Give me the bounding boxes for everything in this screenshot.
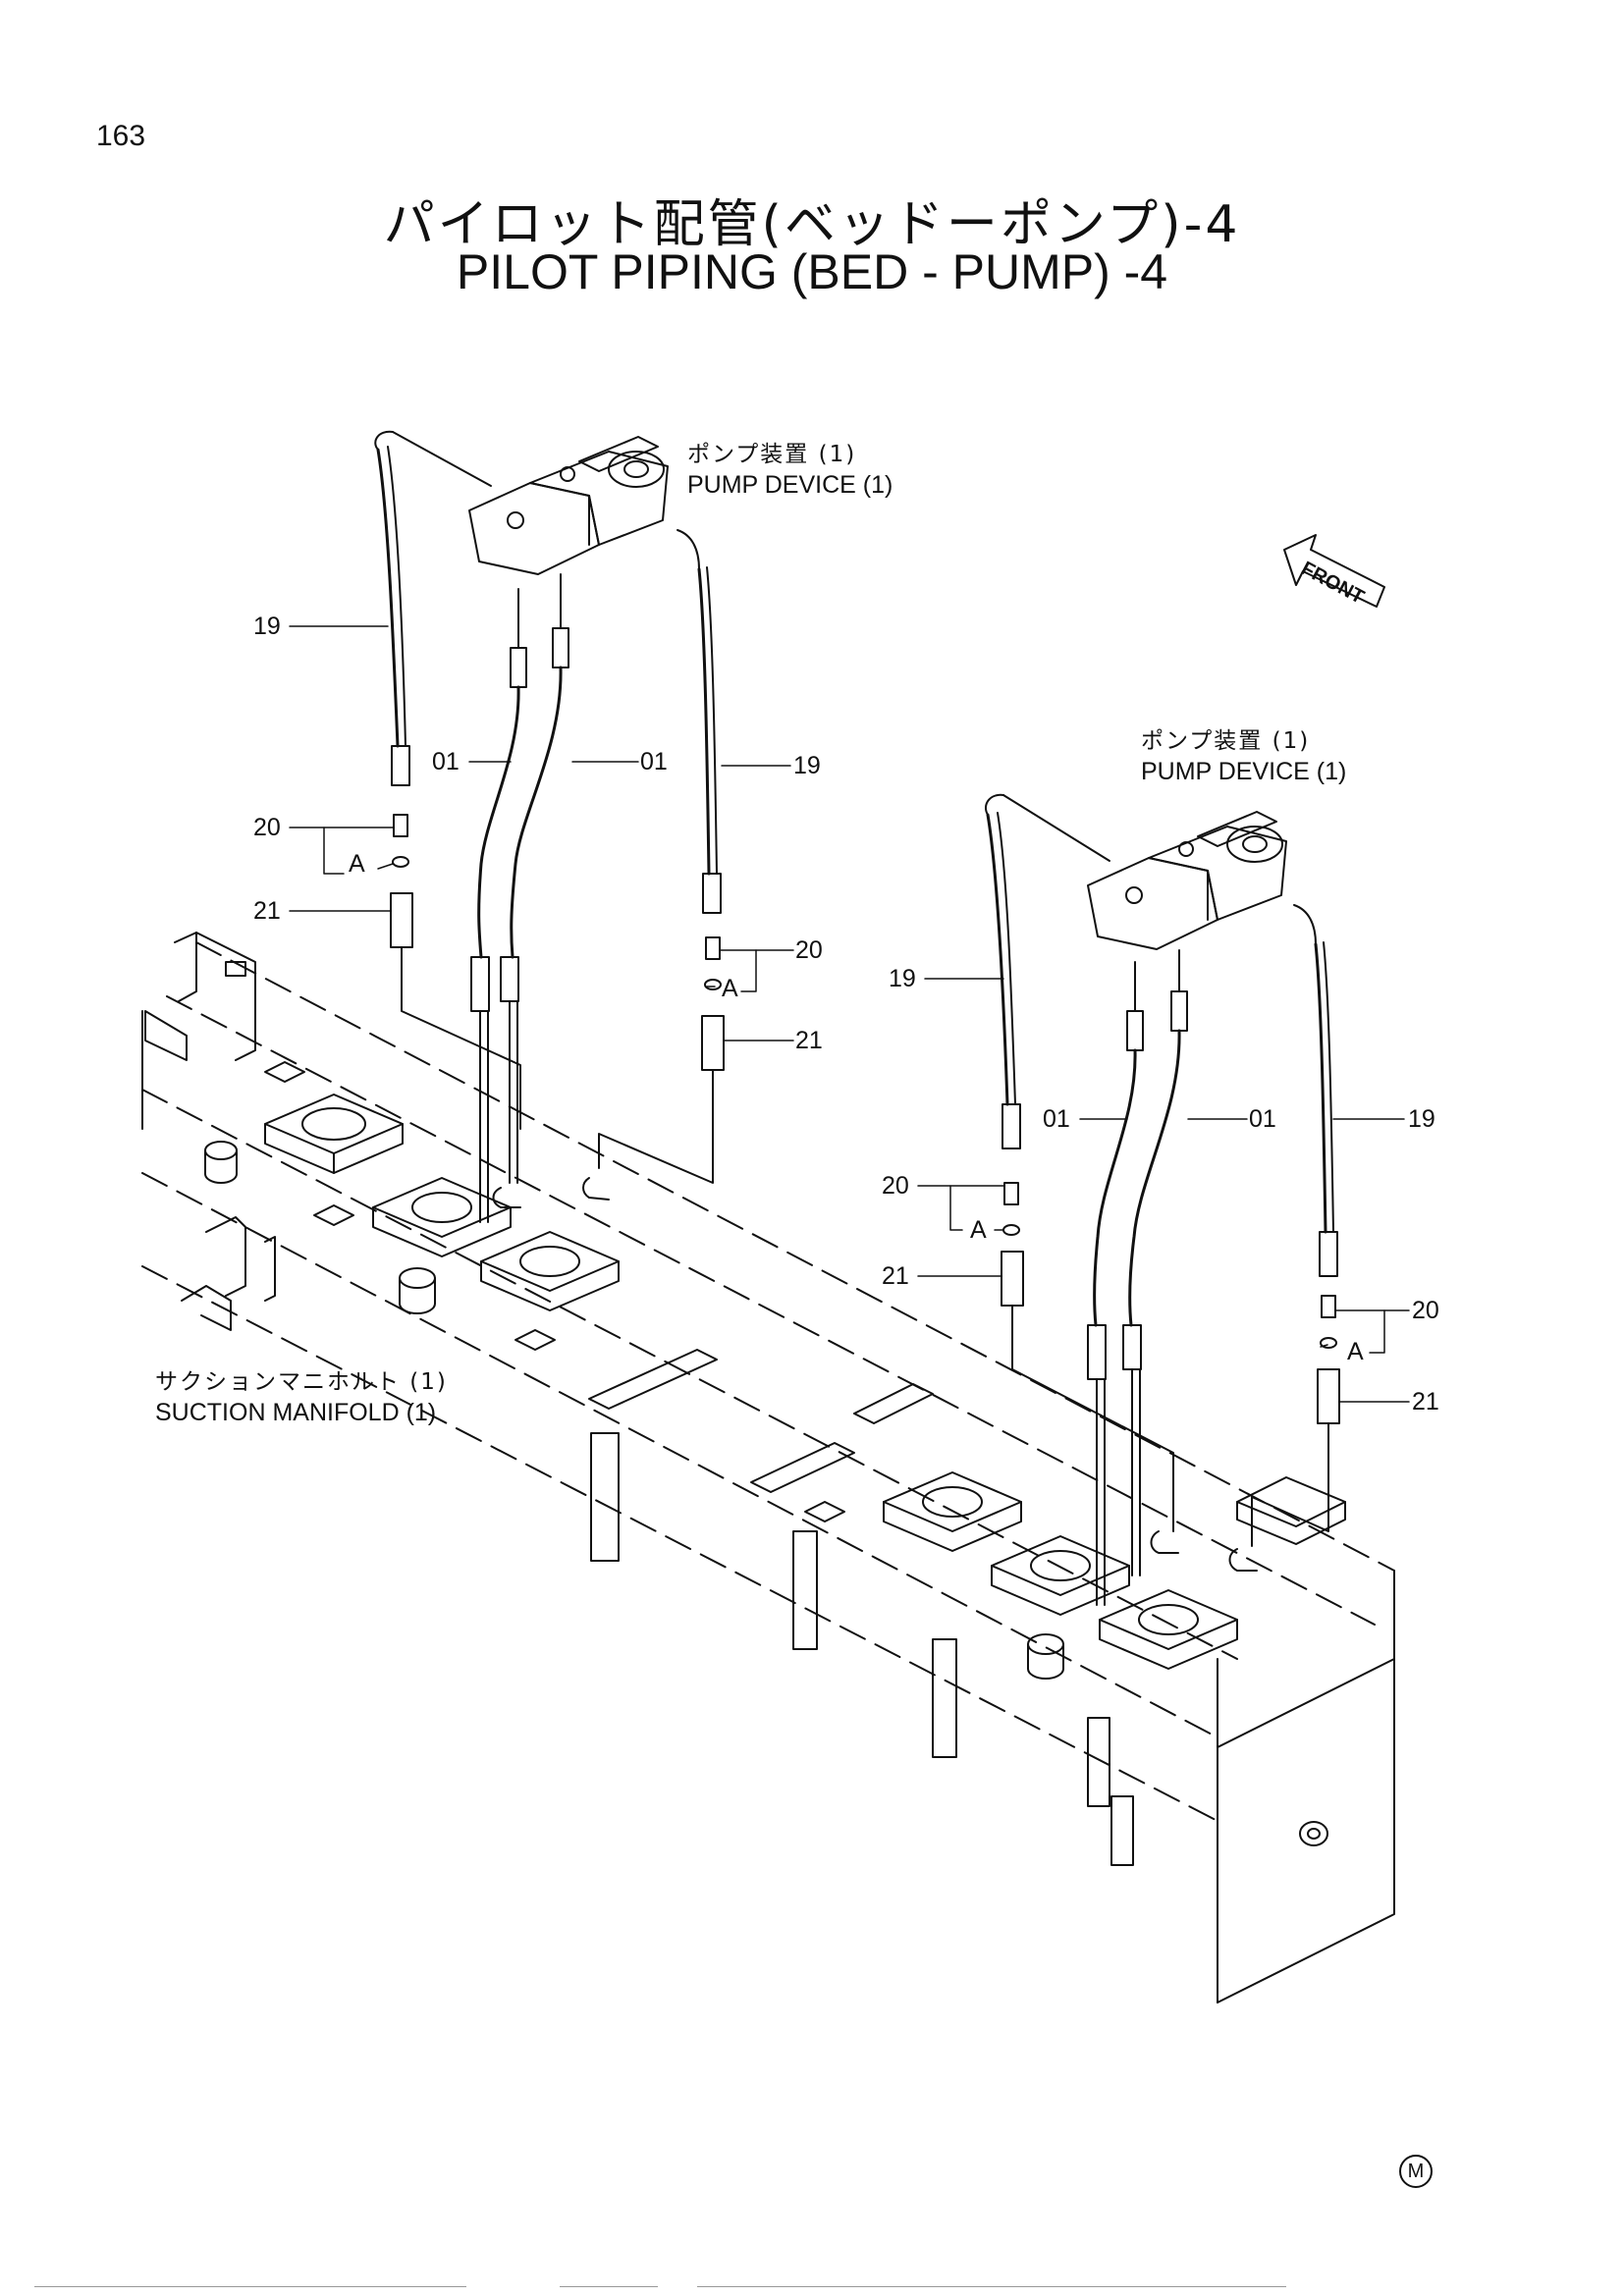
right-pump-assembly (985, 793, 1340, 1606)
callout-01: 01 (1249, 1105, 1276, 1133)
callout-20: 20 (882, 1172, 909, 1200)
manifold-end-block (1217, 1570, 1395, 2003)
title-japanese: パイロット配管(ベッドーポンプ)-4 (383, 195, 1241, 254)
pads (264, 1061, 934, 1522)
callout-19: 19 (253, 613, 281, 640)
pump-device-en: PUMP DEVICE (1) (1141, 758, 1347, 785)
page-number: 163 (96, 120, 146, 152)
left-brackets (141, 932, 276, 1331)
pump-device-label-left: ポンプ装置 (1) PUMP DEVICE (1) (687, 440, 893, 501)
bosses (204, 1141, 1064, 1680)
callout-a: A (722, 975, 738, 1002)
callout-19: 19 (1408, 1105, 1435, 1133)
callout-20: 20 (1412, 1297, 1439, 1324)
callout-20: 20 (795, 936, 823, 964)
suction-manifold-en: SUCTION MANIFOLD (1) (155, 1399, 437, 1426)
callout-19: 19 (889, 965, 916, 992)
callout-21: 21 (1412, 1388, 1439, 1415)
callout-19: 19 (793, 752, 821, 779)
callout-a: A (970, 1216, 987, 1244)
footer-rule (34, 2286, 466, 2287)
callout-21: 21 (795, 1027, 823, 1054)
footer-rule (560, 2286, 658, 2287)
callout-01: 01 (1043, 1105, 1070, 1133)
slotted-brackets (590, 1432, 1134, 1866)
pump-device-ja: ポンプ装置 (1) (1141, 728, 1311, 754)
pump-device-en: PUMP DEVICE (1) (687, 471, 893, 499)
front-arrow-shape (1283, 534, 1385, 608)
footer-rule (697, 2286, 1286, 2287)
callout-01: 01 (432, 748, 460, 775)
pump-device-label-right: ポンプ装置 (1) PUMP DEVICE (1) (1141, 726, 1346, 787)
suction-manifold-ja: サクションマニホルト (1) (155, 1369, 448, 1395)
callout-01: 01 (640, 748, 668, 775)
callout-a: A (349, 850, 365, 878)
left-pump-assembly (374, 430, 725, 1223)
leader-lines-right (917, 978, 1410, 1403)
title-english: PILOT PIPING (BED - PUMP) -4 (456, 244, 1168, 299)
pump-device-ja: ポンプ装置 (1) (687, 442, 857, 467)
callout-21: 21 (253, 897, 281, 925)
leader-lines-left (289, 625, 794, 1041)
callout-a: A (1347, 1338, 1364, 1365)
callout-21: 21 (882, 1262, 909, 1290)
circled-m-mark: M (1399, 2155, 1433, 2188)
callout-20: 20 (253, 814, 281, 841)
suction-manifold-outline (141, 941, 1395, 1822)
suction-manifold-label: サクションマニホルト (1) SUCTION MANIFOLD (1) (155, 1367, 448, 1428)
